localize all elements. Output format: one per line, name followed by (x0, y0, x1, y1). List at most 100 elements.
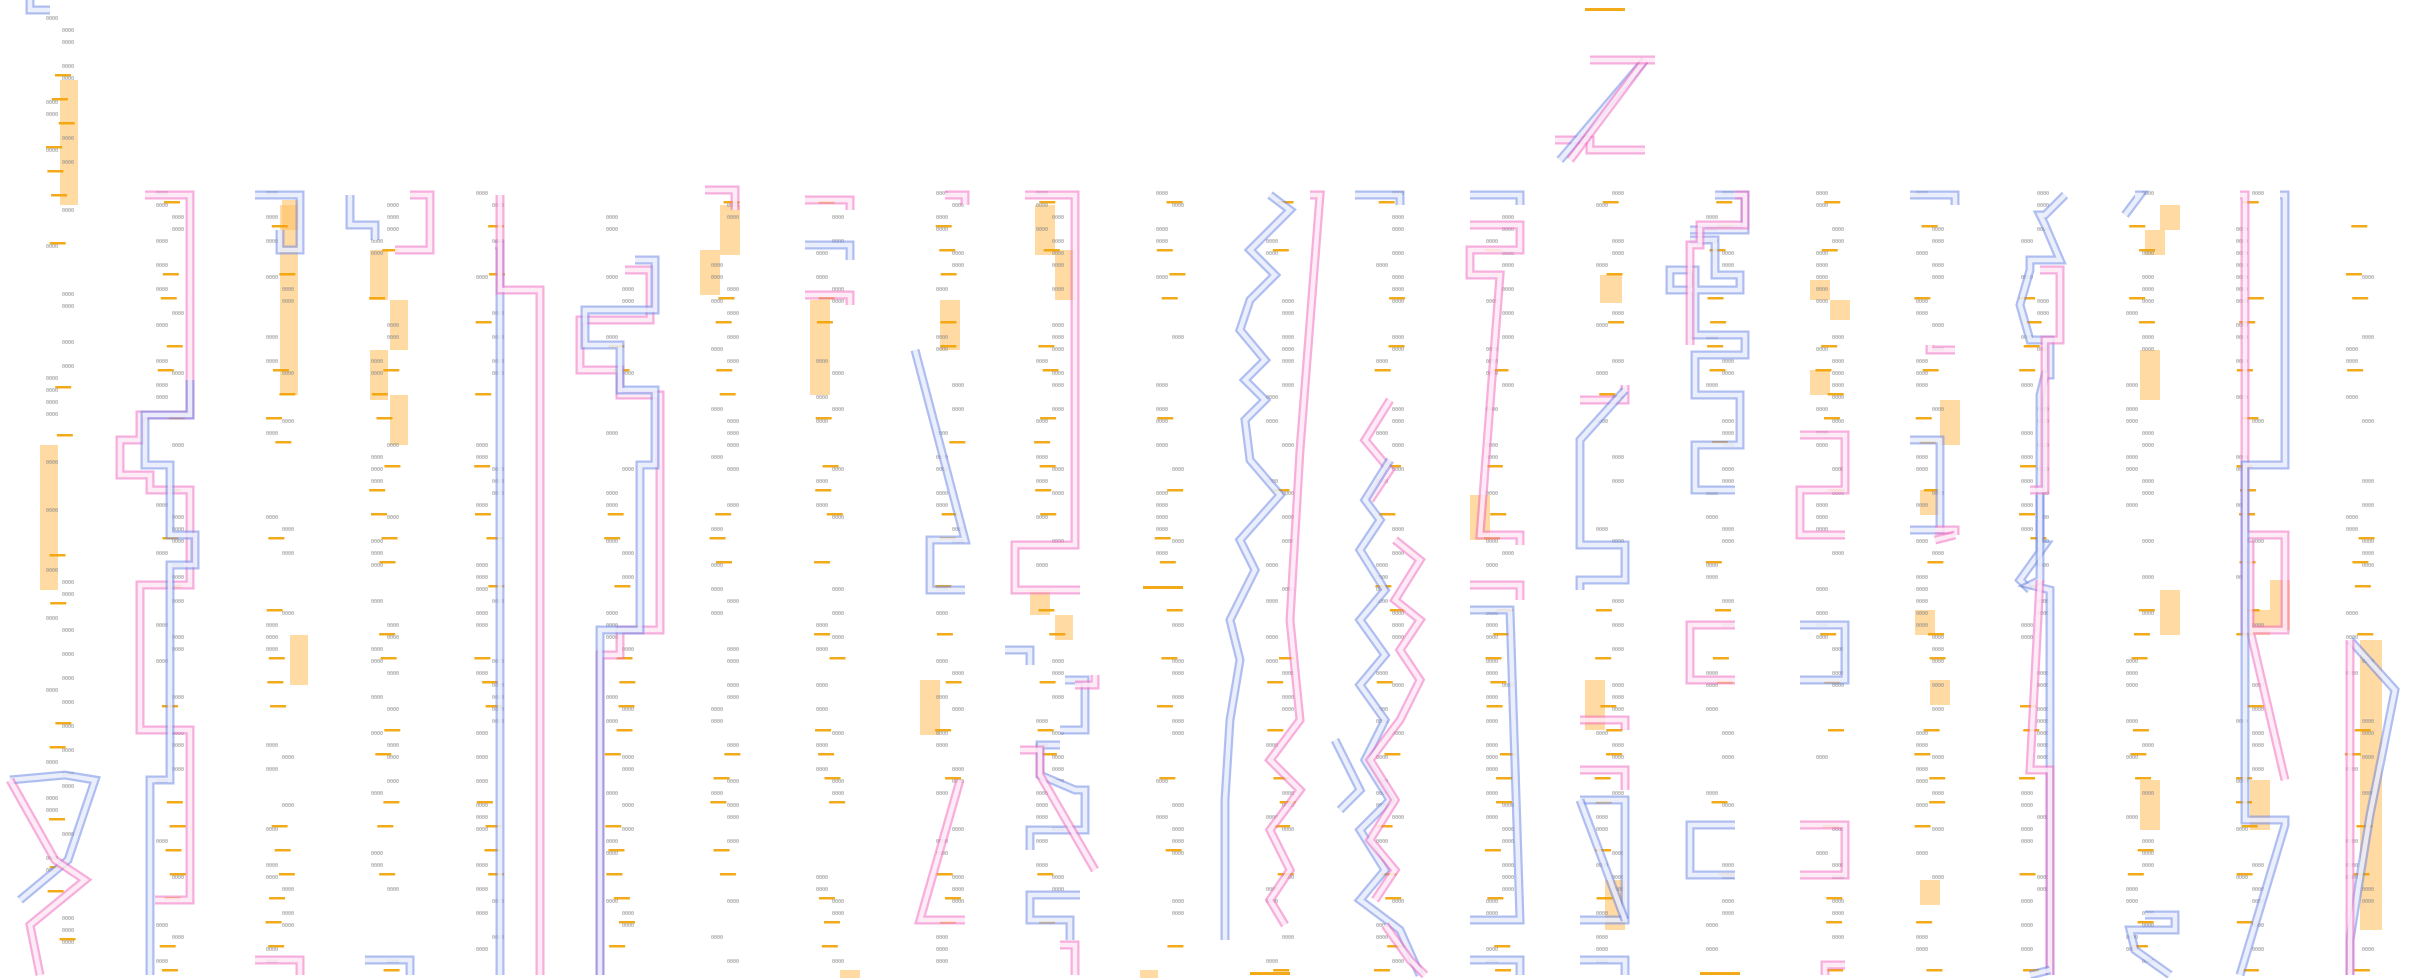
route-pink-core (255, 957, 303, 975)
node-tag: 0000 (1052, 323, 1064, 329)
node-tag: 0000 (1932, 227, 1944, 233)
dash-marker (1823, 417, 1840, 420)
node-tag: 0000 (2142, 275, 2154, 281)
node-tag: 0000 (62, 28, 74, 34)
dash-marker (818, 897, 835, 900)
node-tag: 0000 (1832, 239, 1844, 245)
node-tag: 0000 (2021, 791, 2033, 797)
node-tag: 0000 (1156, 275, 1168, 281)
node-tag: 0000 (282, 299, 294, 305)
dash-marker (1495, 969, 1512, 972)
node-tag: 0000 (727, 839, 739, 845)
node-tag: 0000 (476, 623, 488, 629)
node-tag: 0000 (266, 947, 278, 953)
dash-marker (370, 513, 387, 516)
route-blue-core (2123, 192, 2145, 217)
dash-marker (1166, 609, 1183, 612)
dash-marker (1040, 753, 1057, 756)
dash-marker (606, 873, 623, 876)
dash-marker (1923, 489, 1940, 492)
node-tag: 0000 (1052, 239, 1064, 245)
dash-marker (1485, 657, 1502, 660)
node-tag: 0000 (1486, 947, 1498, 953)
node-tag: 0000 (1612, 239, 1624, 245)
dash-marker (1043, 249, 1060, 252)
node-tag: 0000 (1266, 815, 1278, 821)
node-tag: 0000 (1502, 875, 1514, 881)
node-tag: 0000 (62, 652, 74, 658)
dash-marker (46, 146, 63, 149)
node-tag: 0000 (2126, 659, 2138, 665)
route-blue-core (1470, 957, 1523, 975)
node-tag: 0000 (1282, 935, 1294, 941)
node-tag: 0000 (2142, 347, 2154, 353)
node-tag: 0000 (1612, 707, 1624, 713)
route-blue-core (2237, 192, 2288, 976)
node-tag: 0000 (2362, 947, 2374, 953)
node-tag: 0000 (2142, 191, 2154, 197)
node-tag: 0000 (622, 287, 634, 293)
node-tag: 0000 (156, 263, 168, 269)
node-tag: 0000 (1282, 311, 1294, 317)
node-tag: 0000 (371, 599, 383, 605)
node-tag: 0000 (1486, 911, 1498, 917)
dash-marker (2131, 657, 2148, 660)
node-tag: 0000 (816, 623, 828, 629)
dash-marker (2358, 537, 2375, 540)
node-tag: 0000 (1816, 851, 1828, 857)
node-tag: 0000 (1392, 287, 1404, 293)
node-tag: 0000 (62, 160, 74, 166)
node-tag: 0000 (2126, 887, 2138, 893)
route-pink-core (497, 195, 543, 975)
node-tag: 0000 (711, 563, 723, 569)
node-tag: 0000 (1916, 947, 1928, 953)
node-tag: 0000 (2037, 203, 2049, 209)
node-tag: 0000 (1392, 635, 1404, 641)
node-tag: 0000 (1596, 947, 1608, 953)
dash-marker (1929, 777, 1946, 780)
node-tag: 0000 (2346, 359, 2358, 365)
dash-marker (55, 722, 72, 725)
node-tag: 0000 (1376, 839, 1388, 845)
dash-marker (1923, 729, 1940, 732)
route-blue-core (347, 195, 378, 240)
node-tag: 0000 (1816, 407, 1828, 413)
route-pink-core (1580, 717, 1628, 730)
node-tag: 0000 (62, 592, 74, 598)
node-tag: 0000 (1612, 359, 1624, 365)
node-tag: 0000 (387, 707, 399, 713)
node-tag: 0000 (952, 827, 964, 833)
node-tag: 0000 (2142, 539, 2154, 545)
dash-marker (1159, 777, 1176, 780)
route-blue-core (1667, 237, 1748, 493)
node-tag: 0000 (1612, 647, 1624, 653)
node-tag: 0000 (62, 340, 74, 346)
node-tag: 0000 (62, 304, 74, 310)
route-pink-core (395, 192, 433, 253)
dash-marker (935, 225, 952, 228)
node-tag: 0000 (1486, 635, 1498, 641)
node-tag: 0000 (172, 527, 184, 533)
dash-marker (271, 825, 288, 828)
dash-marker (1606, 729, 1623, 732)
dash-marker (1496, 777, 1513, 780)
route-blue-core (255, 192, 303, 253)
node-tag: 0000 (156, 239, 168, 245)
node-tag: 0000 (62, 940, 74, 946)
route-blue-core (1470, 192, 1523, 205)
block-region (40, 445, 58, 590)
dash-marker (1374, 969, 1391, 972)
node-tag: 0000 (2021, 431, 2033, 437)
node-tag: 0000 (1376, 671, 1388, 677)
dash-marker (1267, 729, 1284, 732)
node-tag: 0000 (711, 587, 723, 593)
node-tag: 0000 (1266, 743, 1278, 749)
block-region (1920, 490, 1940, 515)
dash-marker (1709, 369, 1726, 372)
node-tag: 0000 (1816, 611, 1828, 617)
node-tag: 0000 (46, 508, 58, 514)
node-tag: 0000 (1832, 227, 1844, 233)
node-tag: 0000 (46, 796, 58, 802)
node-tag: 0000 (1282, 347, 1294, 353)
